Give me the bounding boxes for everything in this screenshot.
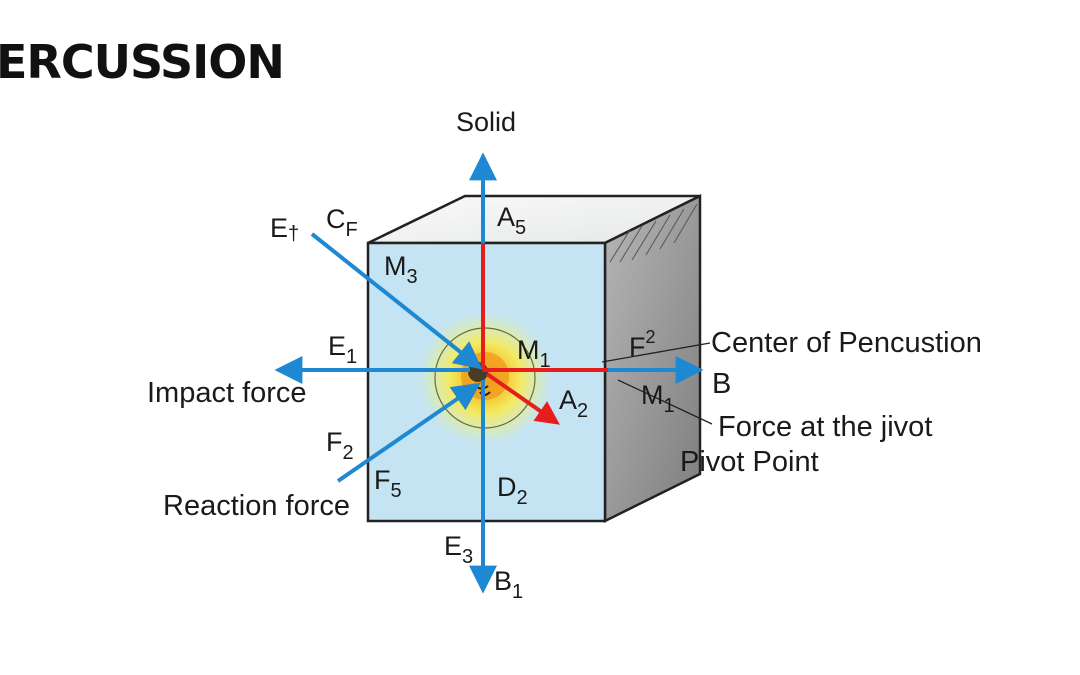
label-f5: F5 (374, 465, 402, 502)
label-pivot-point: Pivot Point (680, 446, 819, 478)
label-d2: D2 (497, 472, 528, 509)
label-a2: A2 (559, 385, 588, 422)
label-e-top: E† (270, 213, 299, 245)
leader-force-at-pivot (617, 379, 713, 425)
label-impact-force: Impact force (147, 377, 307, 409)
arrow-reaction-force (336, 382, 481, 483)
hatch-lines (609, 203, 698, 263)
label-b1: B1 (494, 566, 523, 603)
label-solid: Solid (456, 107, 516, 137)
label-m3: M3 (384, 251, 418, 288)
arrow-a2 (485, 372, 560, 425)
label-c-f: CF (326, 204, 358, 241)
label-a5: A5 (497, 202, 526, 239)
label-m1-right: M1 (641, 380, 675, 417)
label-f-sup2: F2 (629, 327, 656, 362)
label-e3: E3 (444, 531, 473, 568)
label-reaction-force: Reaction force (163, 490, 350, 522)
arrow-c-f-diagonal (310, 232, 483, 370)
label-e1: E1 (328, 331, 357, 368)
label-b: B (712, 368, 731, 400)
label-m1-center: M1 (517, 335, 551, 372)
label-f2: F2 (326, 427, 354, 464)
label-force-at-pivot: Force at the jivot (718, 411, 932, 443)
label-center-of-percussion: Center of Pencustion (711, 327, 982, 359)
page-title: ERCUSSION (0, 35, 284, 89)
leader-center-of-percussion (601, 342, 711, 363)
